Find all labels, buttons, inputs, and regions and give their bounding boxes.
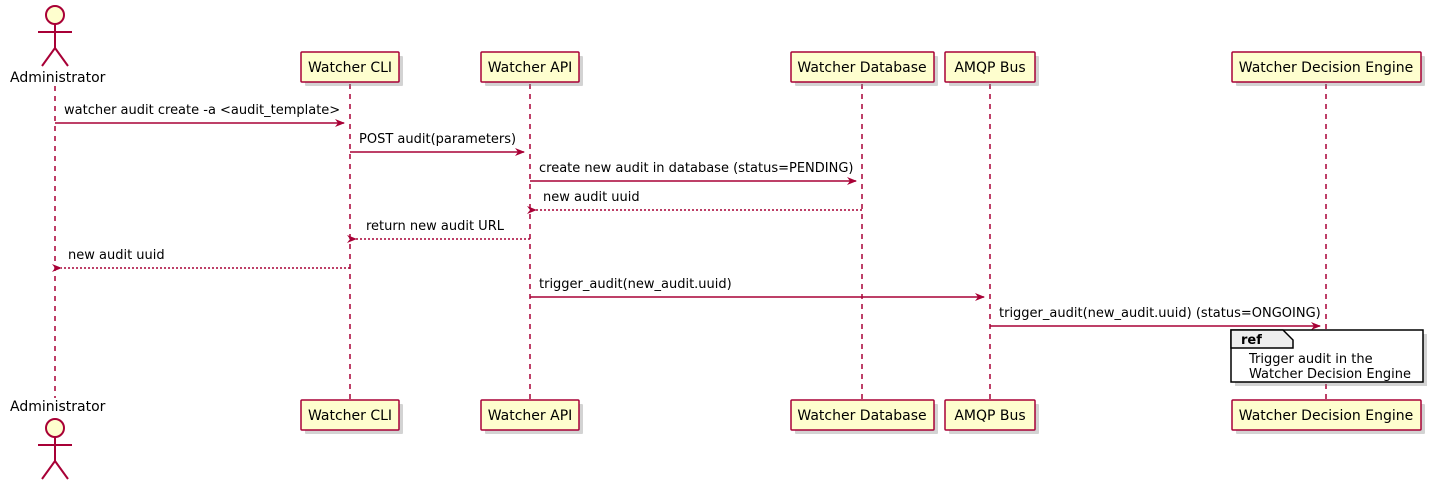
actor-leg-right-icon <box>54 460 69 480</box>
actor-leg-left-icon <box>41 460 56 480</box>
lifelines-group <box>54 84 1327 400</box>
participant-box-watcher-decision-engine-bottom[interactable]: Watcher Decision Engine <box>1231 399 1425 434</box>
message-5-return-new-audit-url[interactable]: return new audit URL <box>347 219 530 243</box>
actor-head-icon <box>45 5 65 25</box>
box-rect <box>300 399 400 431</box>
message-2-post-audit[interactable]: POST audit(parameters) <box>350 132 525 156</box>
participant-box-amqp-bus-bottom[interactable]: AMQP Bus <box>944 399 1039 434</box>
box-rect <box>944 399 1036 431</box>
ref-body-line-1: Trigger audit in the <box>1248 352 1373 367</box>
message-label-6: new audit uuid <box>68 248 165 263</box>
box-rect <box>480 51 580 83</box>
message-7-trigger-audit[interactable]: trigger_audit(new_audit.uuid) <box>530 277 985 301</box>
participant-box-watcher-cli-top[interactable]: Watcher CLI <box>300 51 403 86</box>
ref-operator-label: ref <box>1241 333 1262 348</box>
actor-label-administrator-top: Administrator <box>10 70 106 86</box>
ref-tab-shape <box>1230 329 1294 349</box>
message-1-watcher-audit-create[interactable]: watcher audit create -a <audit_template> <box>55 103 345 127</box>
participant-label-watcher-database-bottom: Watcher Database <box>797 408 926 424</box>
participant-box-watcher-api-top[interactable]: Watcher API <box>480 51 583 86</box>
actor-label-administrator-bottom: Administrator <box>10 399 106 415</box>
actor-leg-right-icon <box>54 47 69 67</box>
participant-label-watcher-database-top: Watcher Database <box>797 60 926 76</box>
message-label-4: new audit uuid <box>543 190 640 205</box>
participant-label-watcher-cli-top: Watcher CLI <box>308 60 392 76</box>
message-label-8: trigger_audit(new_audit.uuid) (status=ON… <box>999 306 1321 321</box>
participant-box-watcher-database-top[interactable]: Watcher Database <box>790 51 938 86</box>
participant-box-watcher-database-bottom[interactable]: Watcher Database <box>790 399 938 434</box>
message-8-trigger-audit-ongoing[interactable]: trigger_audit(new_audit.uuid) (status=ON… <box>990 306 1321 330</box>
message-label-1: watcher audit create -a <audit_template> <box>64 103 340 118</box>
message-4-new-audit-uuid-db[interactable]: new audit uuid <box>527 190 862 214</box>
box-rect <box>944 51 1036 83</box>
message-label-3: create new audit in database (status=PEN… <box>539 161 854 176</box>
ref-body-line-2: Watcher Decision Engine <box>1249 367 1411 382</box>
message-label-7: trigger_audit(new_audit.uuid) <box>539 277 732 292</box>
message-3-create-new-audit[interactable]: create new audit in database (status=PEN… <box>530 161 857 185</box>
message-6-new-audit-uuid-admin[interactable]: new audit uuid <box>52 248 350 272</box>
box-rect <box>1231 51 1422 83</box>
actor-administrator-bottom[interactable]: Administrator <box>10 399 106 480</box>
message-label-5: return new audit URL <box>366 219 505 234</box>
actor-administrator-top[interactable]: Administrator <box>10 5 106 86</box>
participant-label-watcher-api-bottom: Watcher API <box>488 408 573 424</box>
participant-label-amqp-bus-bottom: AMQP Bus <box>954 408 1025 424</box>
box-rect <box>480 399 580 431</box>
box-rect <box>300 51 400 83</box>
participant-box-amqp-bus-top[interactable]: AMQP Bus <box>944 51 1039 86</box>
participant-box-watcher-api-bottom[interactable]: Watcher API <box>480 399 583 434</box>
message-label-2: POST audit(parameters) <box>359 132 516 147</box>
participant-label-watcher-cli-bottom: Watcher CLI <box>308 408 392 424</box>
participant-box-watcher-cli-bottom[interactable]: Watcher CLI <box>300 399 403 434</box>
box-rect <box>790 399 935 431</box>
box-rect <box>790 51 935 83</box>
actor-head-icon <box>45 418 65 438</box>
participant-label-watcher-decision-engine-top: Watcher Decision Engine <box>1239 60 1413 76</box>
participant-label-watcher-api-top: Watcher API <box>488 60 573 76</box>
box-rect <box>1231 399 1422 431</box>
actor-leg-left-icon <box>41 47 56 67</box>
participant-label-watcher-decision-engine-bottom: Watcher Decision Engine <box>1239 408 1413 424</box>
ref-fragment[interactable]: ref Trigger audit in the Watcher Decisio… <box>1230 329 1427 386</box>
participant-label-amqp-bus-top: AMQP Bus <box>954 60 1025 76</box>
participant-box-watcher-decision-engine-top[interactable]: Watcher Decision Engine <box>1231 51 1425 86</box>
